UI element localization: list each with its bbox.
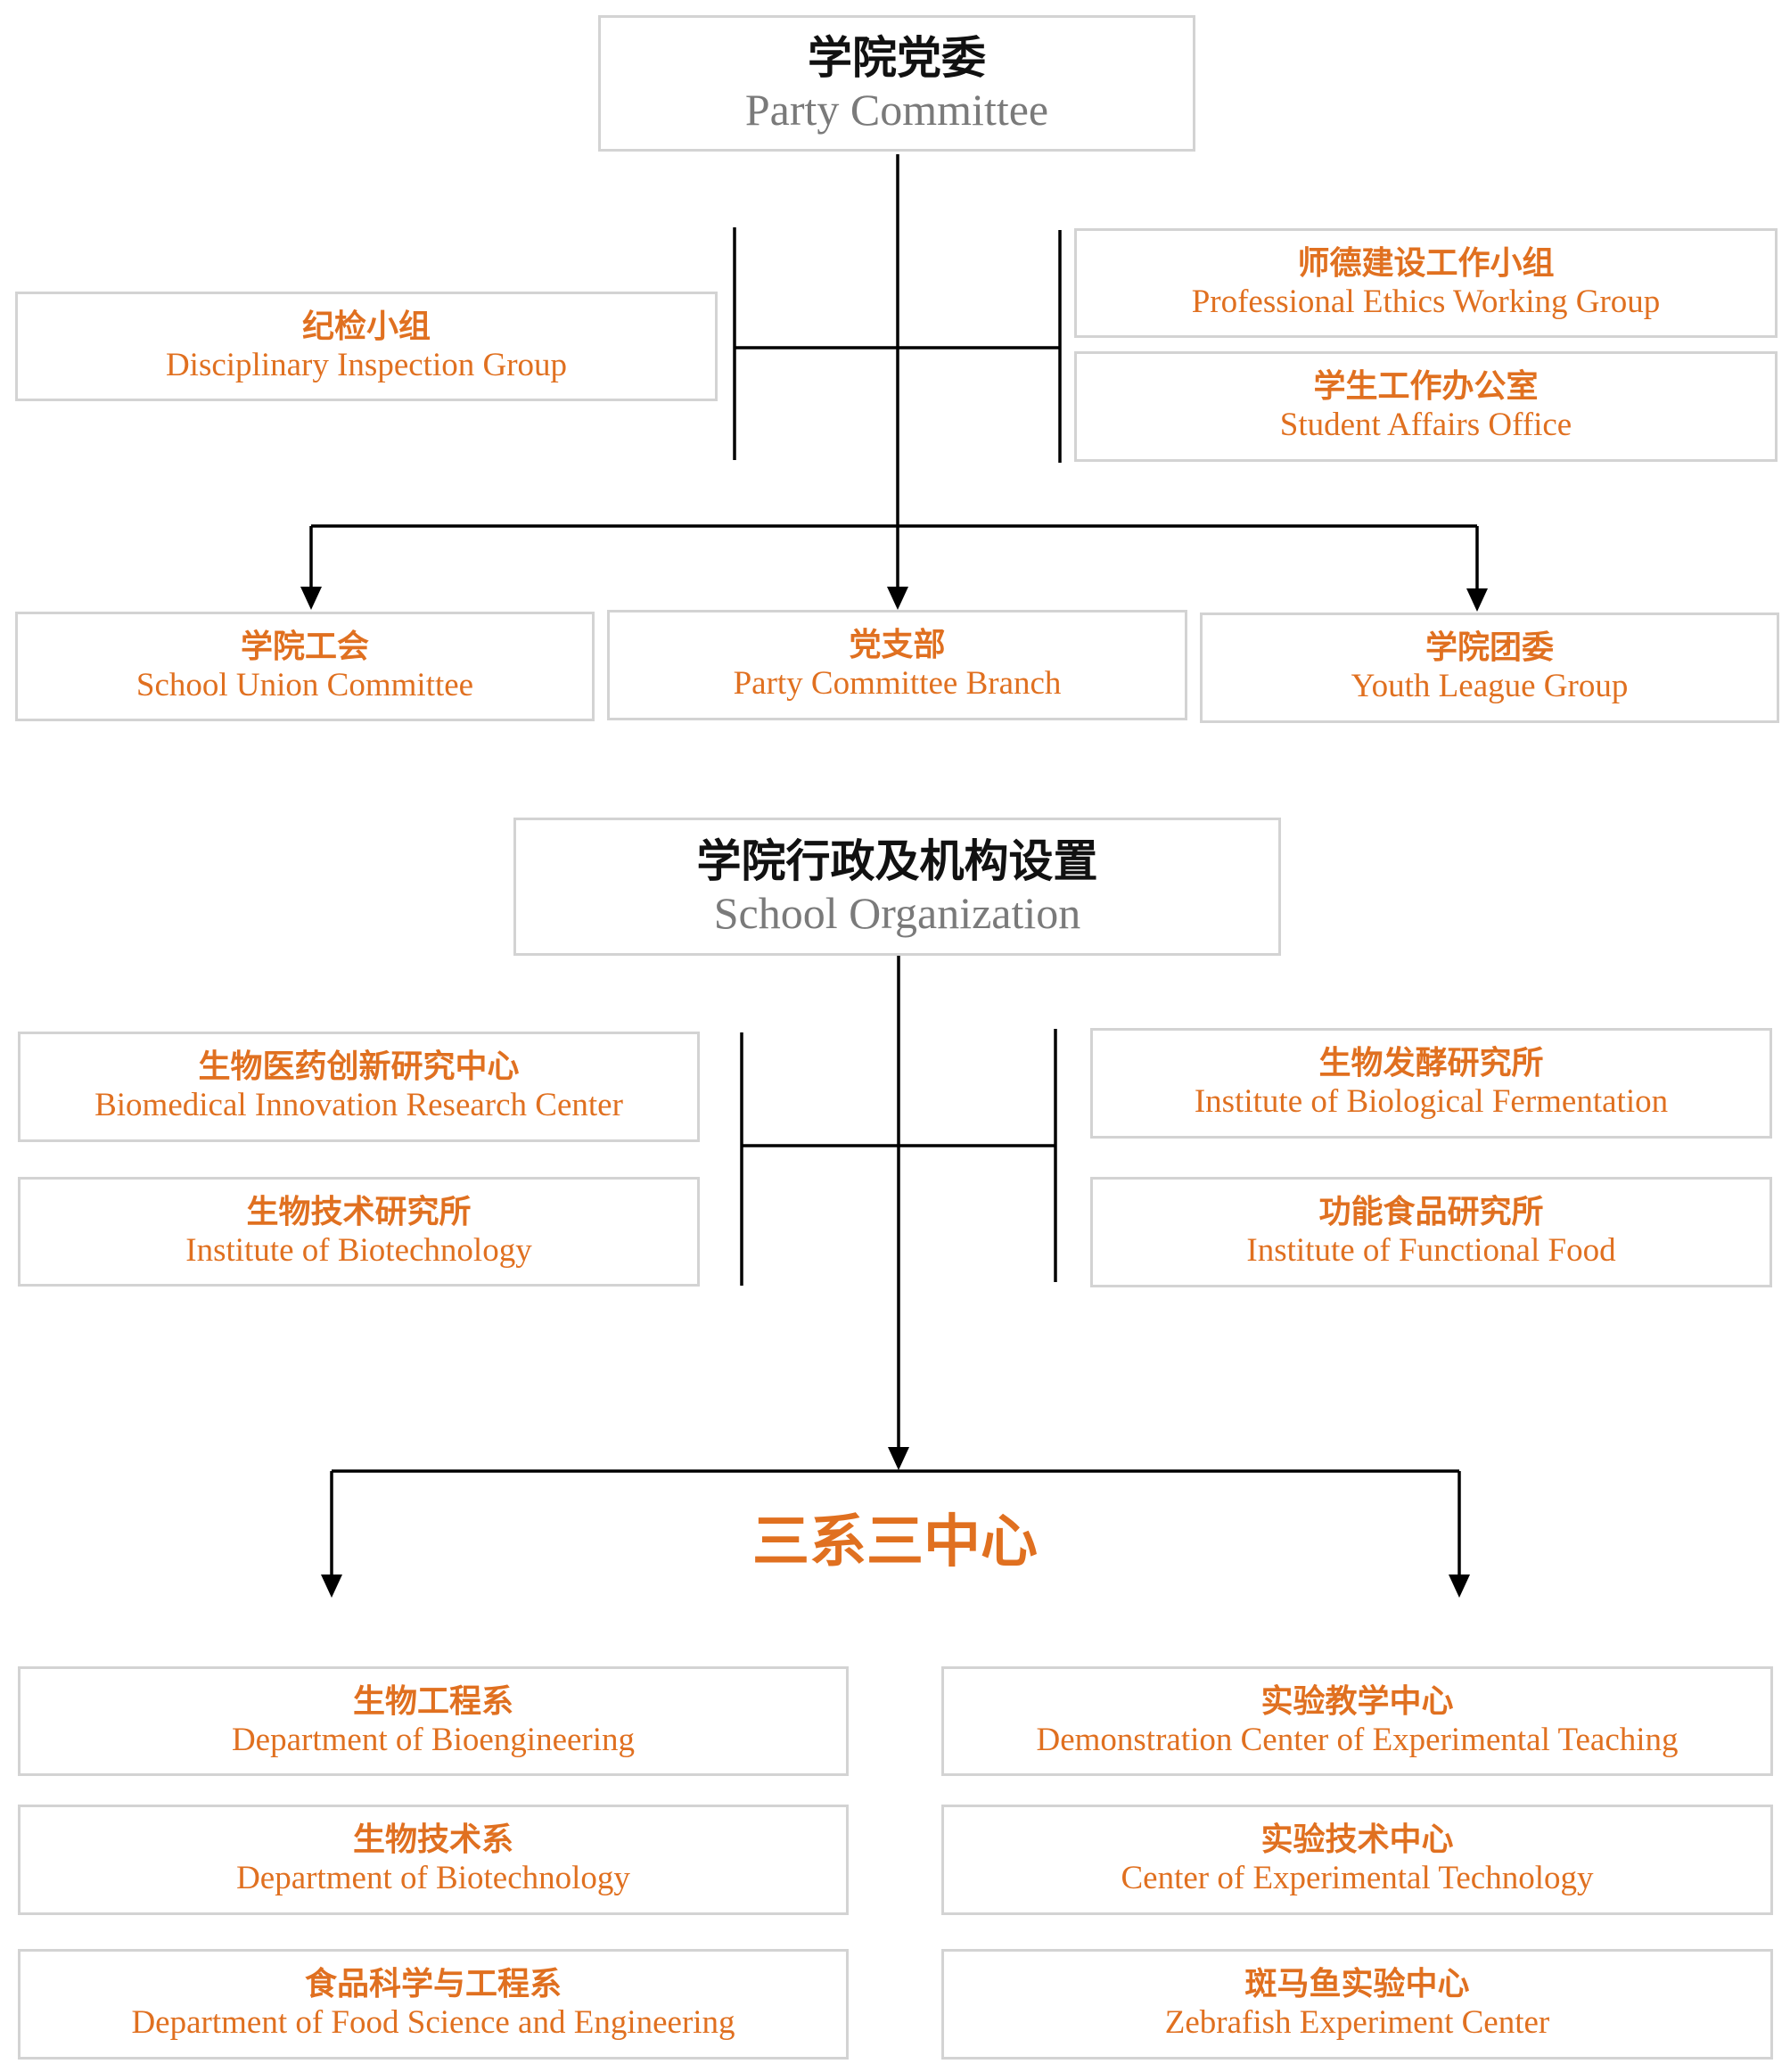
box-title-en: Department of Biotechnology xyxy=(236,1860,630,1896)
box-title-en: Biomedical Innovation Research Center xyxy=(94,1087,623,1123)
biomedical-innovation-box: 生物医药创新研究中心 Biomedical Innovation Researc… xyxy=(18,1032,700,1142)
box-title-zh: 学生工作办公室 xyxy=(1313,368,1539,405)
school-union-box: 学院工会 School Union Committee xyxy=(15,612,595,721)
disciplinary-inspection-box: 纪检小组 Disciplinary Inspection Group xyxy=(15,292,718,401)
three-departments-three-centers-label: 三系三中心 xyxy=(752,1509,1038,1575)
box-title-en: Demonstration Center of Experimental Tea… xyxy=(1036,1721,1679,1758)
box-title-en: Institute of Biotechnology xyxy=(185,1231,532,1269)
school-organization-box: 学院行政及机构设置 School Organization xyxy=(513,818,1281,956)
box-title-en: Department of Bioengineering xyxy=(231,1721,636,1758)
biological-fermentation-box: 生物发酵研究所 Institute of Biological Fermenta… xyxy=(1090,1028,1772,1139)
box-title-zh: 师德建设工作小组 xyxy=(1297,244,1555,282)
institute-biotechnology-box: 生物技术研究所 Institute of Biotechnology xyxy=(18,1177,700,1287)
box-title-zh: 学院工会 xyxy=(240,628,369,665)
arrow-to-branch-icon xyxy=(887,587,908,610)
box-title-zh: 生物技术系 xyxy=(352,1821,513,1858)
youth-league-box: 学院团委 Youth League Group xyxy=(1200,613,1779,723)
arrow-to-centers-right-icon xyxy=(1449,1575,1470,1598)
dept-biotechnology-box: 生物技术系 Department of Biotechnology xyxy=(18,1805,849,1915)
arrow-to-youth-icon xyxy=(1466,588,1488,612)
box-title-en: Institute of Functional Food xyxy=(1246,1232,1616,1269)
box-title-zh: 斑马鱼实验中心 xyxy=(1244,1966,1470,2002)
box-title-en: School Union Committee xyxy=(135,666,474,703)
box-title-zh: 生物技术研究所 xyxy=(246,1193,472,1230)
center-experimental-technology-box: 实验技术中心 Center of Experimental Technology xyxy=(941,1805,1773,1915)
box-title-en: Institute of Biological Fermentation xyxy=(1194,1083,1669,1120)
party-committee-title-zh: 学院党委 xyxy=(808,31,986,84)
professional-ethics-box: 师德建设工作小组 Professional Ethics Working Gro… xyxy=(1074,228,1778,338)
box-title-en: Student Affairs Office xyxy=(1279,407,1572,443)
box-title-en: Disciplinary Inspection Group xyxy=(165,346,568,383)
box-title-en: Youth League Group xyxy=(1351,668,1629,704)
box-title-en: Zebrafish Experiment Center xyxy=(1164,2004,1550,2041)
box-title-en: Party Committee Branch xyxy=(733,665,1062,702)
center-experimental-teaching-box: 实验教学中心 Demonstration Center of Experimen… xyxy=(941,1666,1773,1776)
dept-bioengineering-box: 生物工程系 Department of Bioengineering xyxy=(18,1666,849,1776)
box-title-zh: 学院团委 xyxy=(1425,629,1554,666)
student-affairs-box: 学生工作办公室 Student Affairs Office xyxy=(1074,351,1778,462)
box-title-zh: 食品科学与工程系 xyxy=(304,1966,562,2002)
box-title-zh: 生物发酵研究所 xyxy=(1318,1045,1544,1081)
center-zebrafish-box: 斑马鱼实验中心 Zebrafish Experiment Center xyxy=(941,1949,1773,2060)
box-title-en: Center of Experimental Technology xyxy=(1121,1860,1594,1896)
party-committee-title-en: Party Committee xyxy=(744,84,1049,135)
box-title-zh: 生物医药创新研究中心 xyxy=(198,1048,520,1085)
party-branch-box: 党支部 Party Committee Branch xyxy=(607,610,1187,720)
arrow-to-departments-left-icon xyxy=(321,1575,342,1598)
box-title-zh: 生物工程系 xyxy=(352,1682,513,1720)
box-title-en: Department of Food Science and Engineeri… xyxy=(131,2004,735,2041)
box-title-zh: 党支部 xyxy=(849,627,946,663)
arrow-to-departments-icon xyxy=(888,1447,909,1470)
dept-food-science-box: 食品科学与工程系 Department of Food Science and … xyxy=(18,1949,849,2060)
party-committee-box: 学院党委 Party Committee xyxy=(598,15,1195,152)
arrow-to-union-icon xyxy=(300,587,322,610)
box-title-zh: 实验教学中心 xyxy=(1260,1682,1454,1720)
box-title-zh: 功能食品研究所 xyxy=(1318,1194,1544,1230)
functional-food-box: 功能食品研究所 Institute of Functional Food xyxy=(1090,1177,1772,1287)
box-title-en: Professional Ethics Working Group xyxy=(1191,283,1661,320)
box-title-zh: 实验技术中心 xyxy=(1260,1821,1454,1858)
box-title-zh: 纪检小组 xyxy=(301,308,431,345)
school-organization-title-zh: 学院行政及机构设置 xyxy=(696,835,1098,887)
school-organization-title-en: School Organization xyxy=(713,887,1081,938)
